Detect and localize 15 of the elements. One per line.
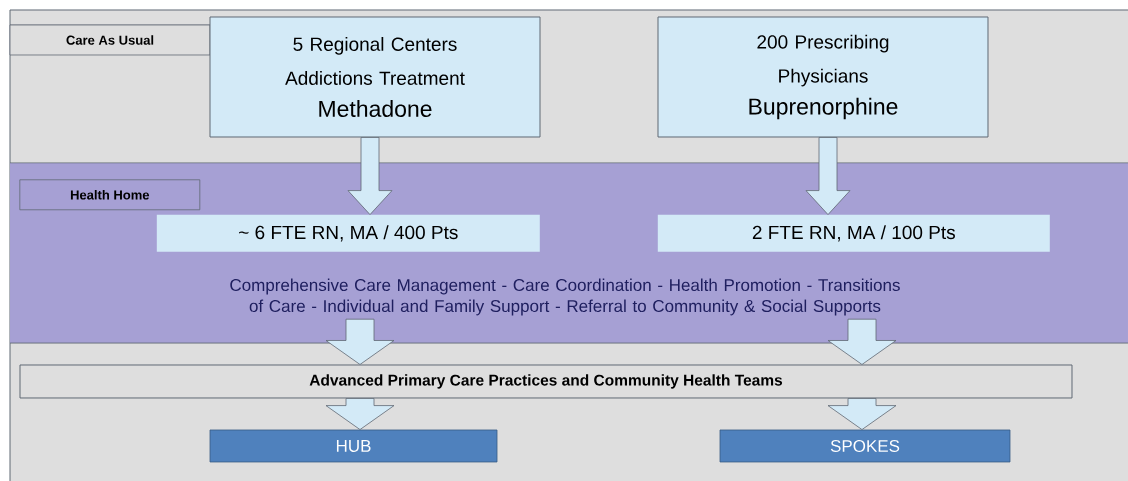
source-box: 5 Regional Centers Addictions Treatment Methadone <box>209 16 541 138</box>
block-arrow <box>805 137 851 215</box>
practices-box: Advanced Primary Care Practices and Community Health Teams <box>19 364 1073 399</box>
staffing-box: ~ 6 FTE RN, MA / 400 Pts <box>156 214 540 252</box>
block-arrow <box>325 398 395 430</box>
block-arrow <box>827 398 897 430</box>
destination-box: HUB <box>209 429 498 463</box>
block-arrow <box>347 137 393 215</box>
block-arrow <box>827 318 897 365</box>
destination-box: SPOKES <box>719 429 1011 463</box>
staffing-box: 2 FTE RN, MA / 100 Pts <box>657 214 1050 252</box>
source-box: 200 Prescribing Physicians Buprenorphine <box>657 16 989 138</box>
band-label: Care As Usual <box>9 24 211 56</box>
band-label: Health Home <box>19 179 201 211</box>
block-arrow <box>325 318 395 365</box>
